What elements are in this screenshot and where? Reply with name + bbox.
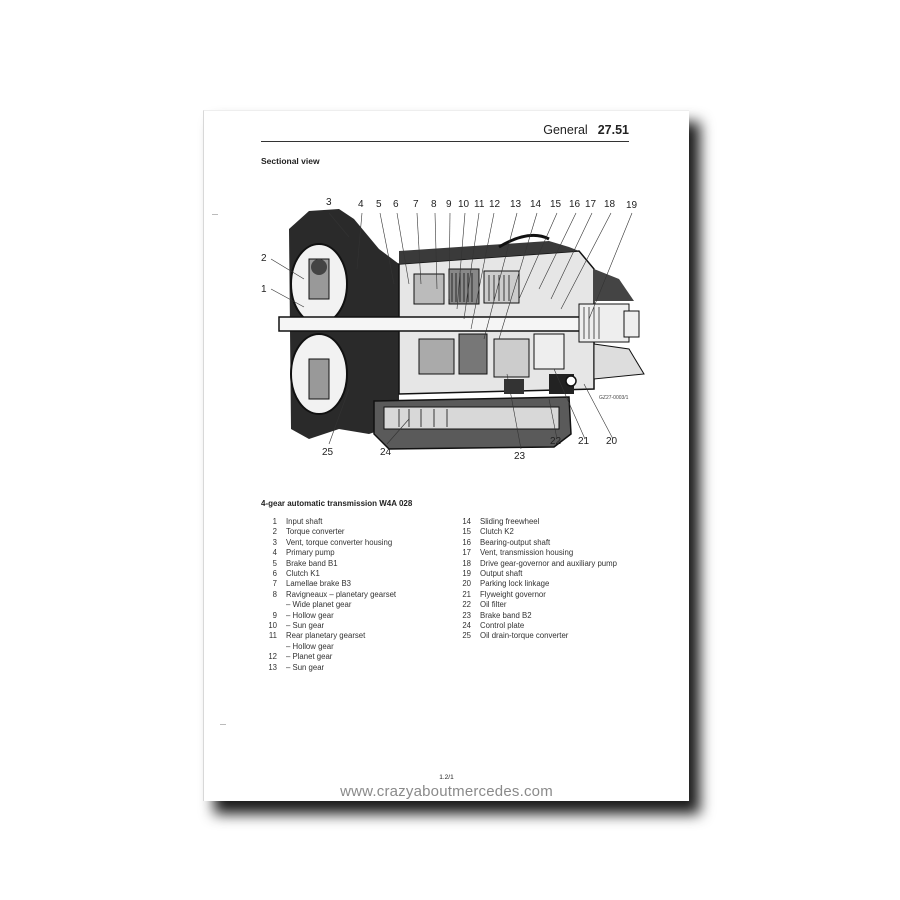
- page-number: 1.2/1: [439, 774, 454, 781]
- callout-25: 25: [322, 447, 334, 458]
- section-title: Sectional view: [261, 156, 320, 166]
- callout-21: 21: [578, 436, 590, 447]
- callout-15: 15: [550, 199, 562, 210]
- chapter-title: General: [543, 123, 588, 137]
- callout-17: 17: [585, 199, 597, 210]
- callout-3: 3: [326, 197, 332, 208]
- callout-1: 1: [261, 284, 267, 295]
- callout-11: 11: [474, 199, 485, 210]
- callout-12: 12: [489, 199, 501, 210]
- legend-item: 9– Hollow gear: [272, 610, 334, 620]
- margin-mark: [220, 724, 226, 725]
- legend-item: 12– Planet gear: [268, 652, 333, 662]
- callout-16: 16: [569, 199, 581, 210]
- callout-20: 20: [606, 436, 618, 447]
- legend-item: – Wide planet gear: [286, 600, 352, 610]
- callout-9: 9: [446, 199, 452, 210]
- legend-title: 4-gear automatic transmission W4A 028: [261, 499, 413, 508]
- callout-10: 10: [458, 199, 470, 210]
- legend-item: 13– Sun gear: [268, 662, 325, 672]
- legend-item: – Hollow gear: [286, 641, 334, 651]
- callout-2: 2: [261, 253, 267, 264]
- manual-page: General 27.51 Sectional view: [203, 110, 689, 801]
- callout-19: 19: [626, 200, 638, 211]
- callout-23: 23: [514, 451, 526, 462]
- callout-6: 6: [393, 199, 399, 210]
- transmission-sectional-diagram: 3 4 5 6 7 8 9 10 11 12 13 14 15 16 17 18…: [261, 197, 645, 462]
- callout-7: 7: [413, 199, 419, 210]
- legend-item: 10– Sun gear: [268, 621, 325, 631]
- callout-24: 24: [380, 447, 392, 458]
- margin-mark: [212, 214, 218, 215]
- callout-14: 14: [530, 199, 542, 210]
- callout-8: 8: [431, 199, 437, 210]
- watermark-url: www.crazyaboutmercedes.com: [340, 783, 553, 800]
- callout-22: 22: [550, 436, 562, 447]
- callout-5: 5: [376, 199, 382, 210]
- section-number: 27.51: [597, 123, 629, 137]
- page-header: General 27.51: [261, 123, 629, 142]
- callout-4: 4: [358, 199, 364, 210]
- callout-18: 18: [604, 199, 616, 210]
- callout-13: 13: [510, 199, 522, 210]
- diagram-reference-code: GZ27-0003/1: [599, 395, 629, 401]
